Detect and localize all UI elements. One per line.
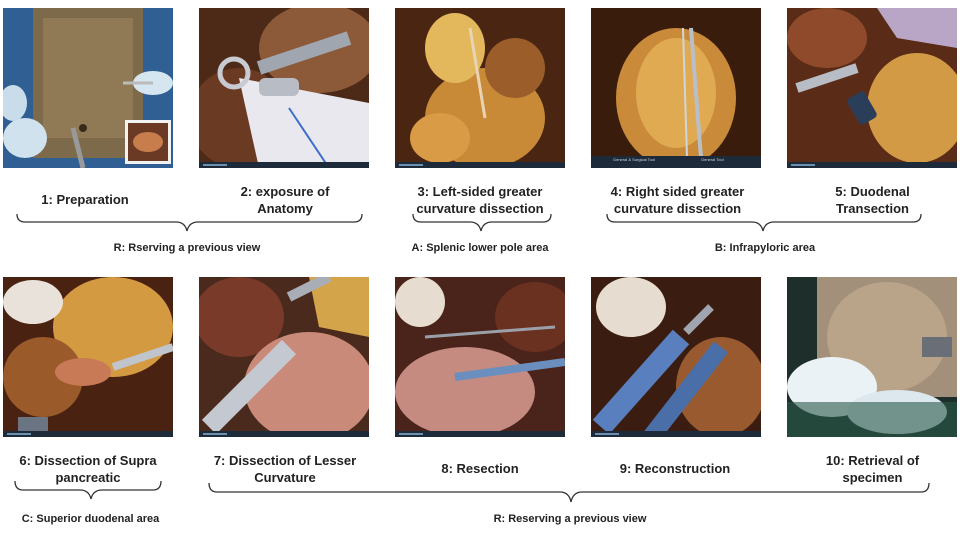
phase-label-10: 10: Retrieval of specimen xyxy=(825,453,920,485)
phase-label-1: 1: Preparation xyxy=(41,192,129,207)
frame-resection xyxy=(395,277,565,437)
bracket-r1 xyxy=(16,213,363,232)
frame-supra-pancreatic xyxy=(3,277,173,437)
group-caption-r2: R: Reserving a previous view xyxy=(493,513,647,525)
right-greater-curvature-image xyxy=(591,8,761,168)
phase-label-5: 5: Duodenal Transection xyxy=(835,184,910,216)
group-caption-a: A: Splenic lower pole area xyxy=(411,242,549,254)
resection-image xyxy=(395,277,565,437)
thumb4-overlay-right: General Tool xyxy=(701,157,724,162)
phase-label-6: 6: Dissection of Supra pancreatic xyxy=(19,453,157,485)
phase-label-7: 7: Dissection of Lesser Curvature xyxy=(213,453,357,485)
group-caption-r1: R: Rserving a previous view xyxy=(113,242,261,254)
frame-duodenal-transection xyxy=(787,8,957,168)
thumb4-overlay-left: General & Surgical Tool xyxy=(613,157,655,162)
reconstruction-image xyxy=(591,277,761,437)
phase-label-3: 3: Left-sided greater curvature dissecti… xyxy=(416,184,544,216)
frame-right-greater-curvature: General & Surgical Tool General Tool xyxy=(591,8,761,168)
bracket-c xyxy=(14,480,162,500)
preparation-image xyxy=(3,8,173,168)
duodenal-transection-image xyxy=(787,8,957,168)
retrieval-image xyxy=(787,277,957,437)
supra-pancreatic-image xyxy=(3,277,173,437)
frame-retrieval xyxy=(787,277,957,437)
frame-left-greater-curvature xyxy=(395,8,565,168)
frame-preparation xyxy=(3,8,173,168)
phase-label-4: 4: Right sided greater curvature dissect… xyxy=(610,184,745,216)
frame-lesser-curvature xyxy=(199,277,369,437)
phase-label-2: 2: exposure of Anatomy xyxy=(240,184,330,216)
bracket-r2 xyxy=(208,482,930,503)
phase-label-8: 8: Resection xyxy=(441,461,519,476)
phase-label-9: 9: Reconstruction xyxy=(619,461,731,476)
lesser-curvature-image xyxy=(199,277,369,437)
frame-exposure xyxy=(199,8,369,168)
bracket-a xyxy=(412,213,552,232)
bracket-b xyxy=(606,213,922,232)
group-caption-c: C: Superior duodenal area xyxy=(21,513,160,525)
exposure-image xyxy=(199,8,369,168)
group-caption-b: B: Infrapyloric area xyxy=(714,242,816,254)
left-greater-curvature-image xyxy=(395,8,565,168)
frame-reconstruction xyxy=(591,277,761,437)
